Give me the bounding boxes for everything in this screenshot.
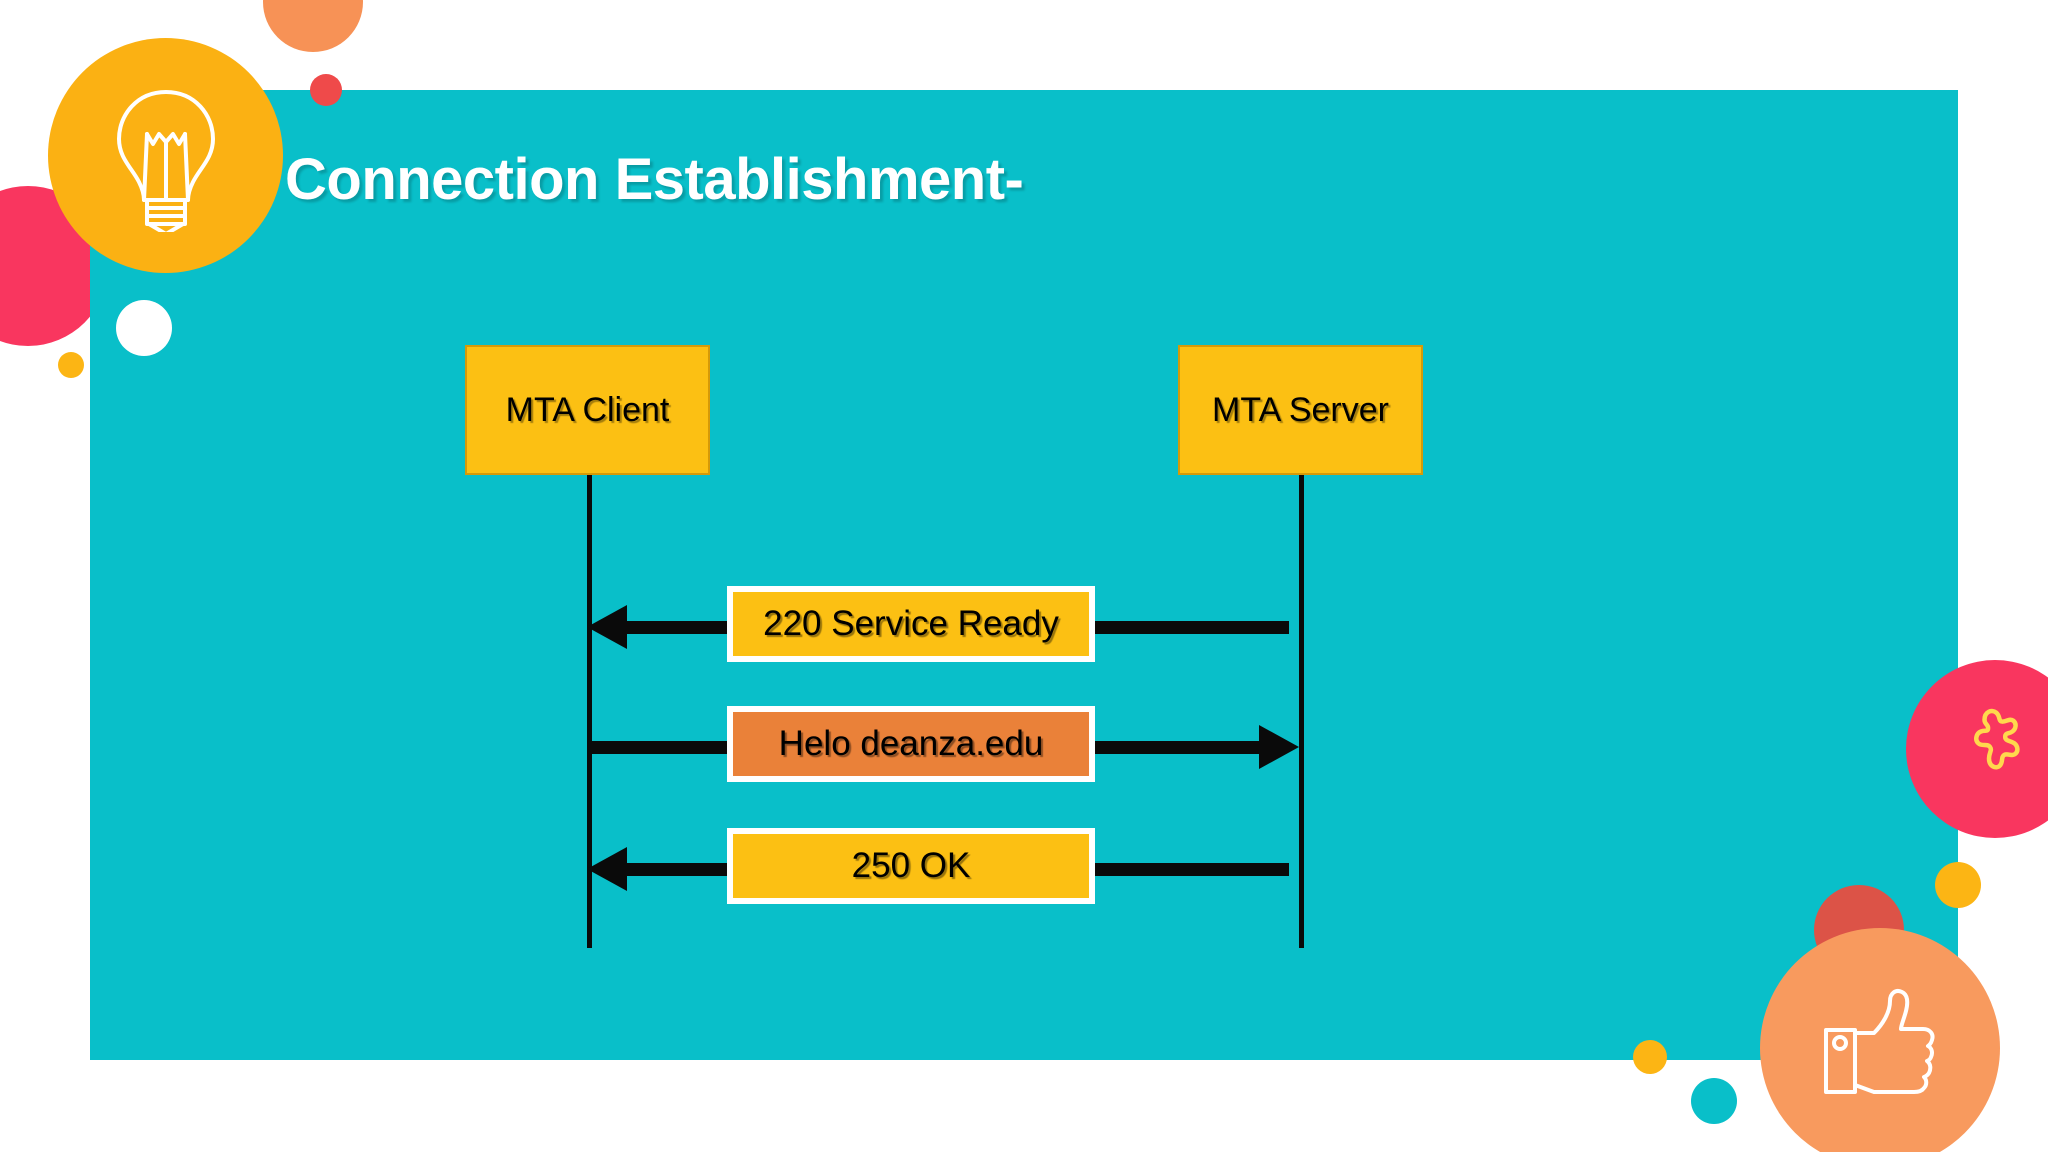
message-text: Helo deanza.edu <box>778 724 1044 763</box>
message-label-2[interactable]: Helo deanza.edu <box>727 706 1095 782</box>
message-text: 250 OK <box>851 846 971 885</box>
actor-box-server[interactable]: MTA Server <box>1178 345 1423 475</box>
yellow-dot-right <box>1935 862 1981 908</box>
lifeline-client <box>587 475 592 948</box>
actor-label-client: MTA Client <box>505 390 670 429</box>
yellow-badge-circle <box>48 38 283 273</box>
red-dot-small <box>310 74 342 106</box>
arrowhead-right-icon <box>1259 725 1299 769</box>
content-panel <box>90 90 1958 1060</box>
message-label-1[interactable]: 220 Service Ready <box>727 586 1095 662</box>
message-row: 250 OK <box>587 820 1302 910</box>
yellow-dot-left <box>58 352 84 378</box>
message-label-3[interactable]: 250 OK <box>727 828 1095 904</box>
yellow-dot-bottom <box>1633 1040 1667 1074</box>
actor-label-server: MTA Server <box>1212 390 1389 429</box>
teal-dot-bottom <box>1691 1078 1737 1124</box>
actor-box-client[interactable]: MTA Client <box>465 345 710 475</box>
orange-circle-top <box>263 0 363 52</box>
white-circle <box>116 300 172 356</box>
lifeline-server <box>1299 475 1304 948</box>
message-row: Helo deanza.edu <box>587 698 1302 788</box>
message-text: 220 Service Ready <box>763 604 1059 643</box>
page-title: Connection Establishment- <box>285 147 1024 212</box>
orange-badge-circle <box>1760 928 2000 1152</box>
message-row: 220 Service Ready <box>587 578 1302 668</box>
